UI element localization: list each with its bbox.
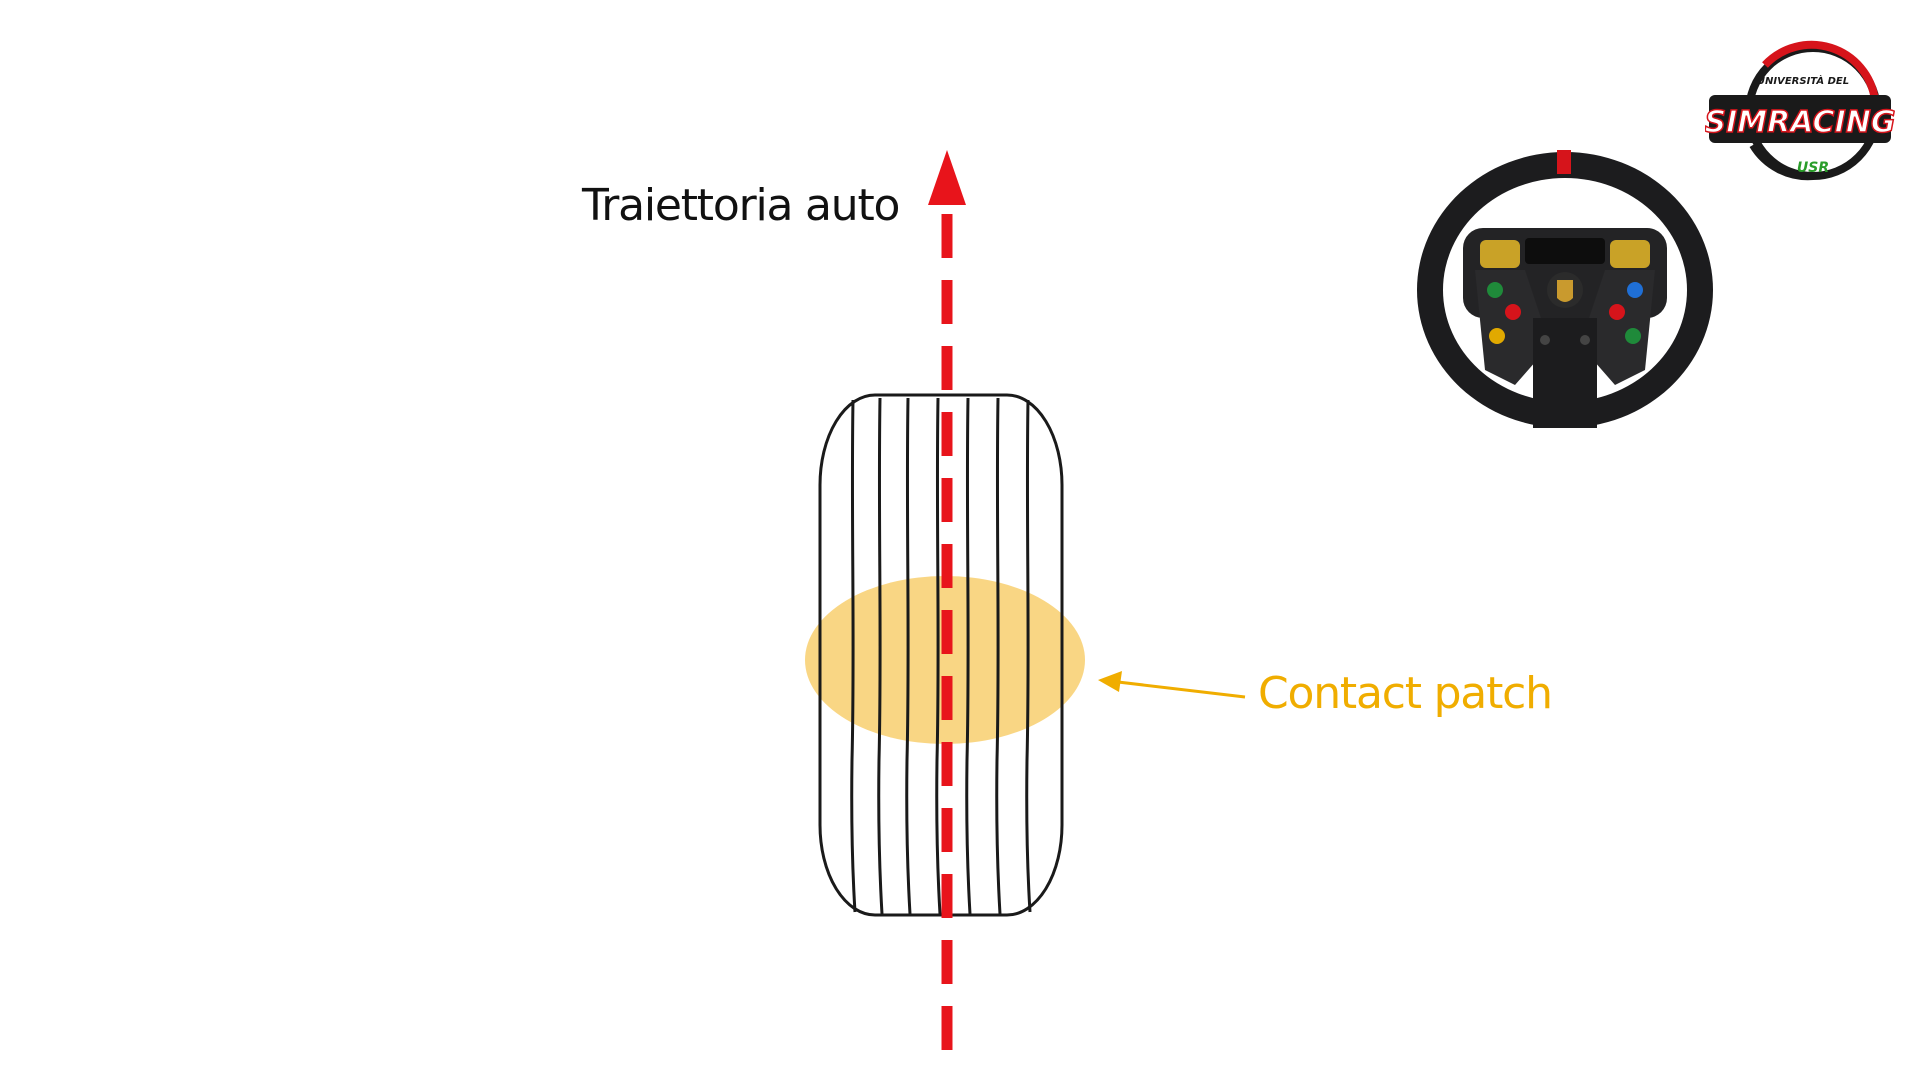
tread-groove	[850, 399, 857, 913]
tread-groove	[877, 397, 884, 915]
logo-main-text: SIMRACING	[1705, 105, 1895, 140]
tread-groove	[995, 397, 1002, 915]
tread-groove	[905, 397, 912, 915]
tire-outline	[818, 393, 1064, 917]
tread-groove	[935, 397, 942, 915]
logo-bottom-text: USR	[1797, 160, 1829, 176]
trajectory-arrowhead	[928, 150, 966, 205]
logo-top-text: UNIVERSITÀ DEL	[1757, 73, 1849, 87]
tread-groove	[965, 397, 972, 915]
trajectory-label: Traiettoria auto	[582, 180, 900, 231]
steering-wheel-icon	[1417, 150, 1713, 428]
contact-patch-ellipse	[805, 576, 1085, 744]
contact-patch-label: Contact patch	[1258, 668, 1553, 719]
tire-tread-grooves	[850, 397, 1032, 915]
universita-simracing-logo: UNIVERSITÀ DEL SIMRACING USR	[1705, 40, 1895, 181]
contact-patch-pointer-head	[1098, 671, 1122, 692]
tread-groove	[1025, 399, 1032, 913]
contact-patch-pointer-line	[1117, 680, 1246, 699]
